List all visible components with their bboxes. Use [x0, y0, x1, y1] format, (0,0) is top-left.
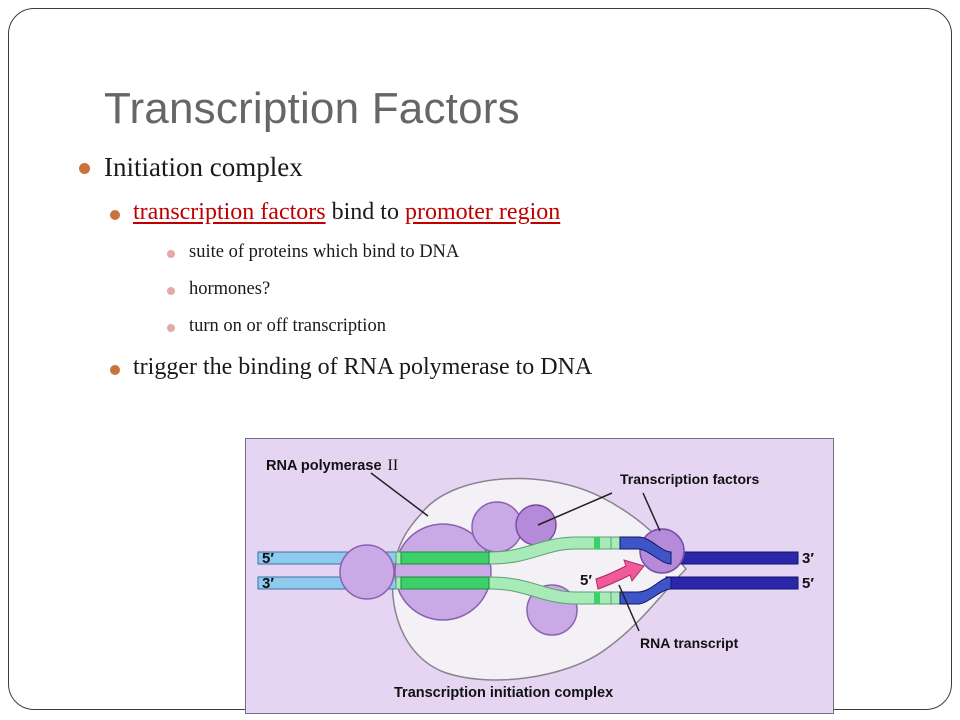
dna-arm-bottom	[619, 576, 672, 605]
label-end-left-bottom: 3′	[262, 575, 274, 592]
label-rna-5-prime: 5′	[580, 572, 592, 589]
bullet-suite-of-proteins: suite of proteins which bind to DNA	[189, 242, 460, 262]
dna-right-bottom	[665, 576, 799, 590]
label-end-right-top: 3′	[802, 550, 814, 567]
polymerase-blob-large	[394, 523, 492, 621]
label-caption: Transcription initiation complex	[394, 685, 613, 701]
promoter-segment-top	[400, 551, 490, 565]
bullet-initiation-complex: Initiation complex	[104, 152, 303, 182]
label-end-right-bottom: 5′	[802, 575, 814, 592]
slide-title: Transcription Factors	[104, 84, 520, 133]
promoter-segment-bottom	[400, 576, 490, 590]
bullet-turn-on-off: turn on or off transcription	[189, 316, 386, 336]
bullet-trigger-binding: trigger the binding of RNA polymerase to…	[133, 354, 593, 380]
bullet-dot	[110, 365, 120, 375]
pointer-polymerase	[370, 472, 429, 517]
bullet-transcription-factors: transcription factors bind to promoter r…	[133, 199, 560, 226]
link-promoter-region[interactable]: promoter region	[404, 199, 561, 225]
label-end-left-top: 5′	[262, 550, 274, 567]
tf-blob-top-1	[471, 501, 523, 553]
label-rna-transcript: RNA transcript	[640, 635, 739, 651]
bullet-dot	[167, 324, 175, 332]
promoter-mark-top	[594, 537, 600, 549]
label-transcription-factors: Transcription factors	[620, 471, 759, 487]
pointer-tf-1	[537, 492, 613, 526]
bullet-dot	[110, 210, 120, 220]
dna-arm-top	[619, 536, 672, 565]
promoter-mark-bottom	[594, 592, 600, 604]
bullet-hormones: hormones?	[189, 279, 271, 299]
link-transcription-factors[interactable]: transcription factors	[133, 199, 326, 225]
bullet-dot	[167, 287, 175, 295]
bullet-text-bind-to: bind to	[325, 199, 405, 225]
bullet-dot	[167, 250, 175, 258]
tf-blob-top-2	[515, 504, 557, 546]
rna-transcript-arrow	[595, 559, 645, 590]
pointer-tf-2	[642, 492, 661, 532]
dna-right-top	[665, 551, 799, 565]
bullet-dot	[79, 163, 90, 174]
tf-blob-left	[339, 544, 395, 600]
pointer-rna	[618, 584, 640, 632]
